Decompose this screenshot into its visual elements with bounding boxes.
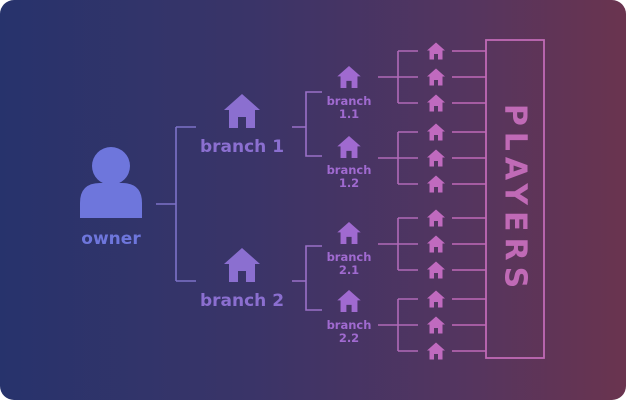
house-icon <box>427 175 445 193</box>
leaf-houses <box>427 42 445 360</box>
branch-label-1: branch 1 <box>200 137 284 157</box>
subbranch-label-line2: 2.1 <box>339 263 359 277</box>
house-icon <box>337 65 361 89</box>
house-icon <box>337 135 361 159</box>
subbranch-label-line1: branch <box>327 94 372 108</box>
subbranch-node-2-2: branch 2.2 <box>327 289 372 345</box>
subbranch-node-2-1: branch 2.1 <box>327 221 372 277</box>
subbranch-node-1-1: branch 1.1 <box>327 65 372 121</box>
owner-label: owner <box>81 229 141 249</box>
branch-connector-lines <box>292 91 322 311</box>
house-icon <box>427 42 445 60</box>
house-icon <box>427 94 445 112</box>
players-label: PLAYERS <box>498 104 533 294</box>
branch-node-2: branch 2 <box>200 248 284 311</box>
house-icon <box>427 68 445 86</box>
house-icon <box>337 221 361 245</box>
subbranch-label-line1: branch <box>327 250 372 264</box>
players-box: PLAYERS <box>485 39 545 359</box>
owner-connector-lines <box>156 126 196 282</box>
house-icon <box>427 261 445 279</box>
house-icon <box>427 149 445 167</box>
subbranch-label-line2: 2.2 <box>339 331 359 345</box>
house-icon <box>337 289 361 313</box>
house-icon <box>427 342 445 360</box>
house-icon <box>427 235 445 253</box>
house-icon <box>224 248 260 282</box>
subbranch-label-line2: 1.2 <box>339 176 359 190</box>
person-icon <box>80 147 142 218</box>
branch-node-1: branch 1 <box>200 94 284 157</box>
players-connector-lines <box>452 50 486 352</box>
subbranch-label-line1: branch <box>327 318 372 332</box>
owner-node: owner <box>80 147 142 249</box>
house-icon <box>224 94 260 128</box>
branch-label-2: branch 2 <box>200 291 284 311</box>
house-icon <box>427 316 445 334</box>
subbranch-label-line2: 1.1 <box>339 107 359 121</box>
subbranch-label-line1: branch <box>327 163 372 177</box>
leaf-connector-lines <box>378 50 418 352</box>
subbranch-node-1-2: branch 1.2 <box>327 135 372 190</box>
house-icon <box>427 123 445 141</box>
house-icon <box>427 209 445 227</box>
house-icon <box>427 290 445 308</box>
